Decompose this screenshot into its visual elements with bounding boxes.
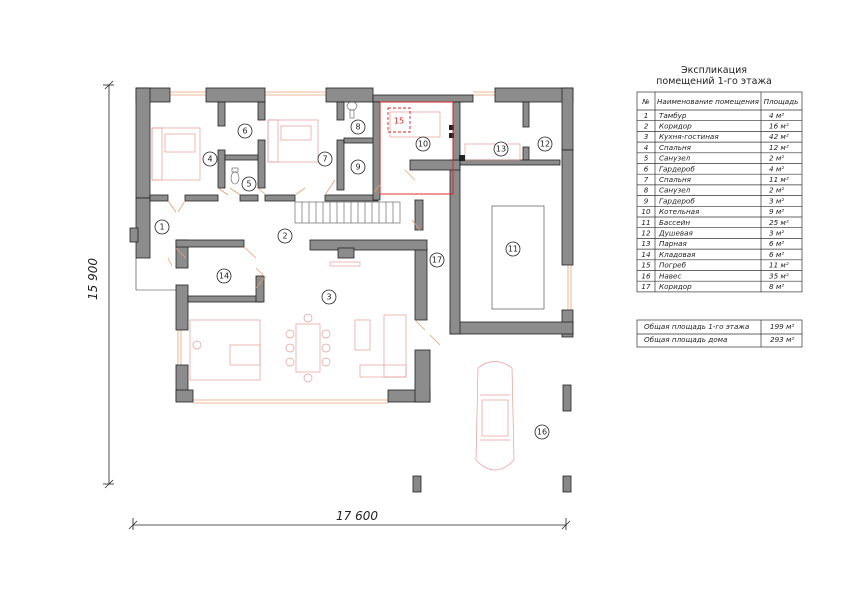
explication-table: Экспликация помещений 1-го этажа № Наиме… — [636, 65, 803, 348]
room-number-8: 8 — [355, 123, 360, 132]
table-header-no: № — [641, 97, 649, 106]
room-number-3: 3 — [326, 293, 331, 302]
table-grid — [636, 91, 803, 348]
table-cell-no: 8 — [644, 186, 649, 195]
table-cell-area: 3 м² — [769, 196, 784, 205]
table-cell-name: Бассейн — [659, 218, 690, 227]
table-cell-area: 2 м² — [769, 154, 784, 163]
table-cell-name: Навес — [659, 271, 681, 280]
width-dimension-label: 17 600 — [336, 509, 378, 523]
table-cell-name: Спальня — [659, 175, 692, 184]
total-house-value: 293 м² — [770, 335, 794, 344]
table-cell-no: 5 — [644, 154, 649, 163]
room-number-11: 11 — [508, 245, 518, 254]
table-cell-name: Спальня — [659, 143, 692, 152]
room-number-9: 9 — [355, 163, 360, 172]
table-cell-no: 9 — [644, 196, 649, 205]
table-cell-no: 17 — [641, 282, 651, 291]
table-cell-name: Погреб — [659, 261, 687, 270]
room-number-2: 2 — [282, 232, 287, 241]
table-cell-area: 2 м² — [769, 186, 784, 195]
table-cell-no: 15 — [641, 261, 651, 270]
table-cell-name: Коридор — [659, 282, 692, 291]
room-number-6: 6 — [242, 127, 247, 136]
width-dimension — [128, 518, 571, 530]
table-cell-name: Душевая — [658, 229, 694, 238]
table-cell-no: 4 — [644, 143, 649, 152]
canopy-posts — [412, 384, 572, 493]
table-cell-no: 1 — [644, 111, 649, 120]
room-number-12: 12 — [540, 140, 550, 149]
table-cell-name: Кухня-гостиная — [659, 132, 719, 141]
stairs — [294, 201, 401, 224]
table-cell-name: Котельная — [659, 207, 700, 216]
table-cell-area: 16 м² — [769, 122, 789, 131]
table-cell-no: 3 — [644, 132, 649, 141]
table-cell-no: 7 — [644, 175, 649, 184]
table-cell-no: 6 — [644, 164, 649, 173]
table-cell-area: 6 м² — [769, 250, 784, 259]
table-header-area: Площадь — [764, 97, 799, 106]
table-cell-area: 25 м² — [769, 218, 789, 227]
total-floor-label: Общая площадь 1-го этажа — [644, 322, 749, 331]
table-cell-name: Коридор — [659, 122, 692, 131]
room-number-5: 5 — [246, 180, 251, 189]
table-cell-no: 2 — [644, 122, 649, 131]
height-dimension-label: 15 900 — [86, 258, 100, 300]
table-cell-no: 16 — [641, 271, 651, 280]
table-cell-area: 6 м² — [769, 239, 784, 248]
room-number-15: 15 — [394, 117, 404, 126]
table-cell-area: 8 м² — [769, 282, 784, 291]
room-number-16: 16 — [537, 428, 547, 437]
table-cell-name: Санузел — [659, 186, 691, 195]
sanitary-fixtures — [230, 101, 358, 185]
table-cell-area: 11 м² — [769, 261, 789, 270]
table-title-line2: помещений 1-го этажа — [656, 76, 772, 87]
total-floor-value: 199 м² — [770, 322, 794, 331]
table-header-name: Наименование помещения — [657, 97, 760, 106]
boiler-icon — [449, 125, 465, 161]
table-cell-no: 14 — [641, 250, 651, 259]
table-cell-no: 12 — [641, 229, 651, 238]
table-cell-name: Гардероб — [659, 196, 695, 205]
doors — [167, 169, 441, 346]
table-cell-area: 9 м² — [769, 207, 784, 216]
table-cell-area: 4 м² — [769, 164, 784, 173]
table-cell-name: Кладовая — [659, 250, 696, 259]
room-number-13: 13 — [496, 145, 506, 154]
height-dimension — [103, 80, 114, 489]
walls — [129, 87, 574, 403]
cellar-outline — [379, 101, 454, 195]
table-cell-no: 10 — [641, 207, 651, 216]
furniture — [151, 111, 545, 471]
room-number-4: 4 — [207, 155, 212, 164]
table-cell-area: 35 м² — [769, 271, 789, 280]
room-number-1: 1 — [159, 223, 164, 232]
room-number-14: 14 — [219, 272, 229, 281]
table-cell-no: 13 — [641, 239, 651, 248]
table-title-line1: Экспликация — [681, 65, 747, 76]
table-cell-area: 11 м² — [769, 175, 789, 184]
total-house-label: Общая площадь дома — [644, 335, 727, 344]
table-cell-name: Санузел — [659, 154, 691, 163]
room-number-10: 10 — [418, 140, 428, 149]
room-markers — [154, 119, 553, 440]
room-number-7: 7 — [322, 155, 327, 164]
table-cell-area: 4 м² — [769, 111, 784, 120]
table-cell-name: Гардероб — [659, 164, 695, 173]
table-cell-area: 42 м² — [769, 132, 789, 141]
table-cell-no: 11 — [641, 218, 650, 227]
entrance-outline — [135, 258, 176, 291]
table-cell-name: Парная — [659, 239, 687, 248]
table-cell-area: 12 м² — [769, 143, 789, 152]
table-cell-name: Тамбур — [659, 111, 687, 120]
room-number-17: 17 — [432, 256, 442, 265]
table-cell-area: 3 м² — [769, 229, 784, 238]
